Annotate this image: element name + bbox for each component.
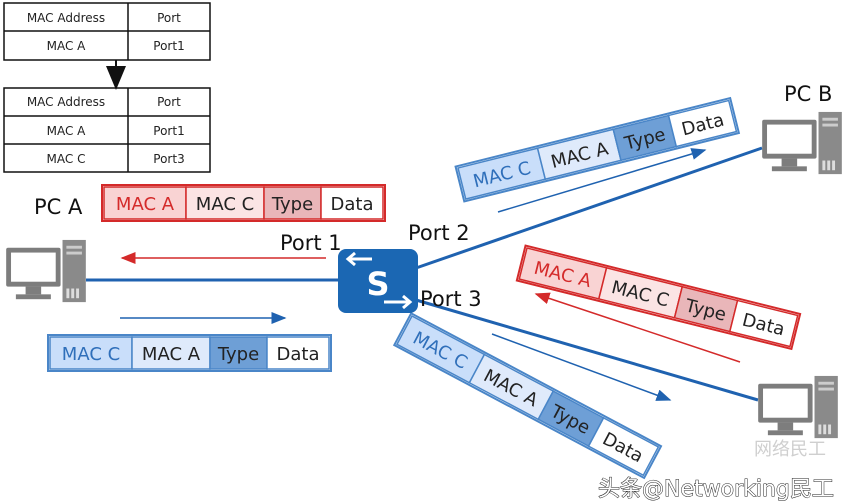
cell-mac-dst: MAC C xyxy=(62,344,120,365)
mac-table-before xyxy=(3,2,211,61)
frame-border xyxy=(47,334,332,372)
table-cell: MAC A xyxy=(47,39,87,53)
switch-glyph: S xyxy=(366,265,389,303)
cell-mac-src-box xyxy=(131,336,211,370)
table-cell: Port1 xyxy=(153,39,184,53)
pc-b-icon xyxy=(762,111,842,175)
table-cell: MAC A xyxy=(47,124,87,138)
arrow-to-pc-c xyxy=(491,333,672,401)
cell-type-box xyxy=(209,336,268,370)
switch: S xyxy=(338,249,418,313)
cell-data: Data xyxy=(277,344,320,365)
cell-data-box xyxy=(667,99,738,148)
frame-border xyxy=(454,96,741,203)
cell-data-box xyxy=(587,416,660,477)
cell-data-box xyxy=(266,336,330,370)
cell-mac-src: MAC C xyxy=(196,194,254,215)
ethernet-frame-red: MAC A MAC C Type Data xyxy=(101,184,386,222)
link-pc-c xyxy=(415,298,759,402)
cell-mac-src-box xyxy=(185,186,265,220)
frame-border xyxy=(392,311,663,480)
cell-mac-src: MAC A xyxy=(142,344,201,365)
cell-data-box xyxy=(728,299,799,348)
table-header-mac: MAC Address xyxy=(27,11,105,25)
table-cell: Port3 xyxy=(153,152,184,166)
table-header-mac: MAC Address xyxy=(27,95,105,109)
watermark-faint: 网络民工 xyxy=(754,439,826,460)
mac-table-after xyxy=(3,87,211,173)
watermark: 头条@Networking民工 xyxy=(598,477,834,502)
frame-border xyxy=(515,244,802,351)
cell-data: Data xyxy=(331,194,374,215)
cell-mac-dst: MAC A xyxy=(116,194,175,215)
arrow-left-icon xyxy=(345,251,372,267)
table-header-port: Port xyxy=(157,95,181,109)
cell-data-box xyxy=(320,186,384,220)
port-3-label: Port 3 xyxy=(420,287,482,311)
pc-b-label: PC B xyxy=(784,82,832,106)
table-cell: Port1 xyxy=(153,124,184,138)
frame-border xyxy=(101,184,386,222)
cell-type: Type xyxy=(271,194,313,215)
arrow-to-pc-b xyxy=(497,148,707,213)
port-2-label: Port 2 xyxy=(408,221,470,245)
pc-a-label: PC A xyxy=(34,195,83,219)
link-pc-b xyxy=(415,146,763,270)
table-cell: MAC C xyxy=(47,152,86,166)
cell-type: Type xyxy=(217,344,259,365)
table-header-port: Port xyxy=(157,11,181,25)
pc-a-icon xyxy=(6,239,86,303)
arrow-from-pc-c xyxy=(534,292,741,363)
pc-c-icon xyxy=(758,375,838,439)
port-1-label: Port 1 xyxy=(280,231,342,255)
arrow-right-icon xyxy=(384,294,413,310)
ethernet-frame-blue: MAC C MAC A Type Data xyxy=(47,334,332,372)
